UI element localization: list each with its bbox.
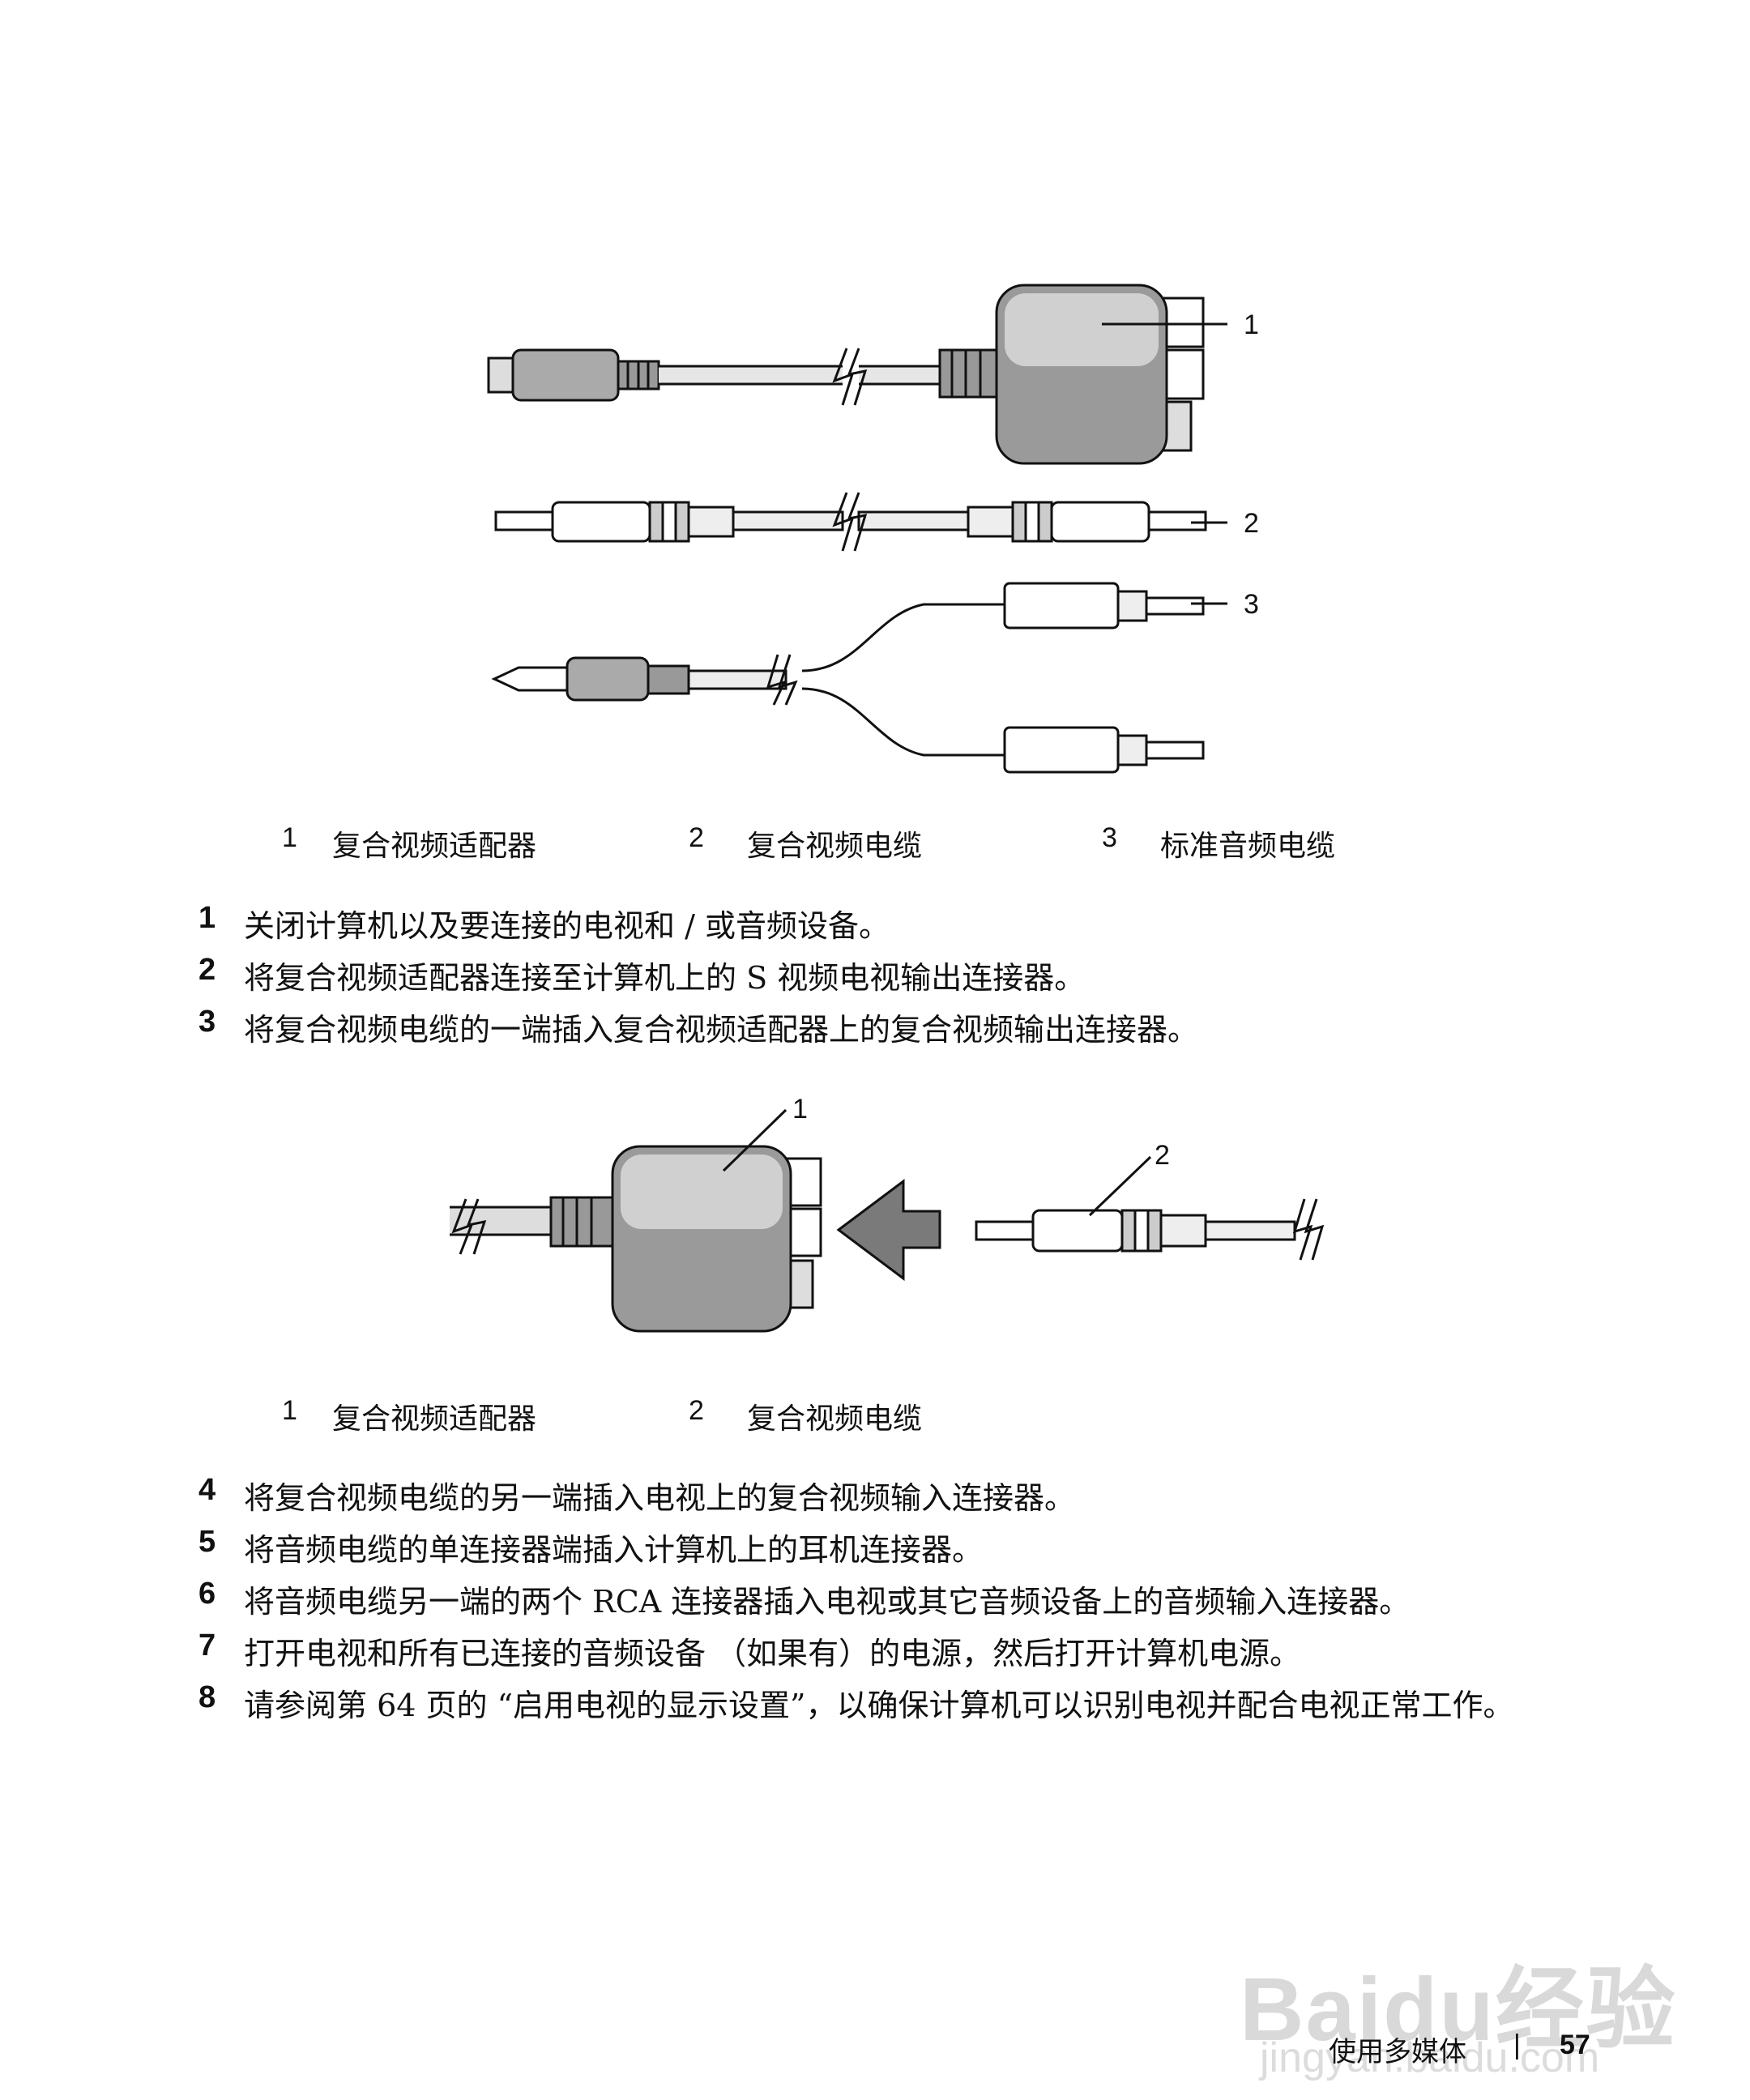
page-number: 57: [1560, 2030, 1590, 2060]
footer-separator: |: [1513, 2030, 1521, 2060]
legend-num: 1: [282, 822, 297, 853]
step-text: 将复合视频电缆的一端插入复合视频适配器上的复合视频输出连接器。: [244, 1012, 1199, 1048]
legend-num: 2: [689, 1395, 704, 1426]
step-text: 请参阅第 64 页的 “启用电视的显示设置”，以确保计算机可以识别电视并配合电视…: [244, 1688, 1514, 1723]
step-number: 5: [198, 1525, 216, 1559]
fig2-callout-2: 2: [1155, 1140, 1170, 1171]
step-text: 将音频电缆另一端的两个 RCA 连接器插入电视或其它音频设备上的音频输入连接器。: [244, 1584, 1411, 1620]
legend-text: 复合视频电缆: [747, 830, 923, 863]
composite-video-cable-fig2: [975, 1198, 1325, 1261]
step-text: 将音频电缆的单连接器端插入计算机上的耳机连接器。: [244, 1532, 984, 1568]
step-text: 关闭计算机以及要连接的电视和 / 或音频设备。: [244, 908, 890, 944]
step-text: 将复合视频电缆的另一端插入电视上的复合视频输入连接器。: [244, 1480, 1076, 1516]
composite-video-adapter-fig2: [450, 1145, 822, 1333]
legend-text: 复合视频适配器: [332, 1402, 537, 1436]
page-footer: 使用多媒体: [1329, 2030, 1466, 2069]
figure1-legend: 1 复合视频适配器 2 复合视频电缆 3 标准音频电缆: [0, 822, 1750, 863]
composite-video-cable-fig1: [494, 492, 1207, 552]
legend-text: 复合视频适配器: [332, 830, 537, 863]
figure2-legend: 1 复合视频适配器 2 复合视频电缆: [0, 1395, 1750, 1436]
step-number: 1: [198, 901, 216, 935]
step-number: 4: [198, 1473, 216, 1507]
legend-num: 3: [1102, 822, 1117, 853]
fig1-callout-3: 3: [1244, 589, 1259, 620]
legend-text: 标准音频电缆: [1160, 830, 1336, 863]
step-number: 8: [198, 1680, 216, 1714]
baidu-watermark-url: jingyan.baidu.com: [1260, 2034, 1600, 2081]
step-number: 2: [198, 953, 216, 987]
s-video-plug: [487, 348, 660, 402]
fig2-callout-1: 1: [792, 1094, 808, 1125]
legend-num: 2: [689, 822, 704, 853]
step-text: 打开电视和所有已连接的音频设备 （如果有）的电源，然后打开计算机电源。: [244, 1636, 1301, 1671]
step-number: 3: [198, 1005, 216, 1039]
legend-num: 1: [282, 1395, 297, 1426]
step-number: 6: [198, 1577, 216, 1611]
step-number: 7: [198, 1628, 216, 1662]
composite-video-adapter: [938, 284, 1205, 465]
legend-text: 复合视频电缆: [747, 1402, 923, 1436]
insert-arrow: [836, 1179, 941, 1281]
fig1-callout-2: 2: [1244, 508, 1259, 539]
fig1-callout-1: 1: [1244, 309, 1259, 340]
baidu-watermark-logo: Baidu经验: [1240, 1960, 1677, 2059]
footer-section: 使用多媒体: [1329, 2036, 1466, 2068]
step-text: 将复合视频适配器连接至计算机上的 S 视频电视输出连接器。: [244, 960, 1086, 996]
audio-cable-fig1: [491, 582, 1205, 774]
